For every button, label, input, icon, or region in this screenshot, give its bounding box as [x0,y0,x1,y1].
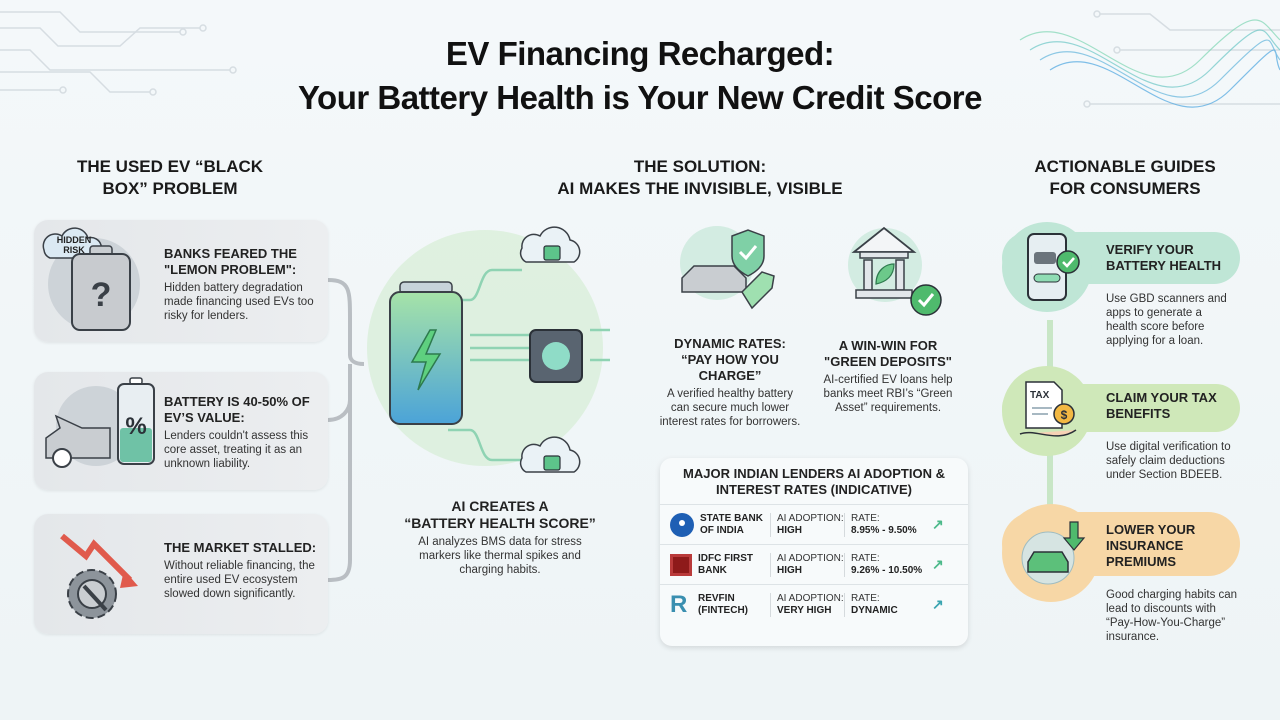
dynamic-rates-block: DYNAMIC RATES: “PAY HOW YOU CHARGE” A ve… [659,336,801,428]
idfc-logo-icon [670,553,692,576]
page-title: EV Financing Recharged: Your Battery Hea… [297,35,983,116]
card-text: Hidden battery degradation made financin… [164,282,314,322]
table-row: R REVFIN (FINTECH) AI ADOPTION:VERY HIGH… [660,584,968,624]
lenders-table: MAJOR INDIAN LENDERS AI ADOPTION & INTER… [660,458,968,646]
bank-leaf-check-icon [851,226,942,316]
hidden-risk-badge: HIDDEN RISK [56,235,92,255]
svg-text:%: % [125,413,146,440]
sbi-logo-icon [670,512,694,537]
svg-text:TAX: TAX [1030,390,1050,401]
trend-up-icon: ↗ [932,556,944,572]
svg-text:$: $ [1061,408,1068,422]
phone-car-check-icon [1027,233,1080,301]
trend-up-icon: ↗ [932,596,944,612]
card-text: Without reliable financing, the entire u… [164,560,315,600]
car-shield-price-tag-icon [681,229,775,310]
guide-title: VERIFY YOUR BATTERY HEALTH [1106,242,1222,273]
table-row: IDFC FIRST BANK AI ADOPTION:HIGH RATE:9.… [660,544,968,584]
circuit-decoration [0,10,1280,108]
guide-text: Good charging habits can lead to discoun… [1106,589,1238,643]
trend-up-icon: ↗ [932,516,944,532]
solution-heading: THE SOLUTION: AI MAKES THE INVISIBLE, VI… [557,157,843,198]
guide-text: Use digital verification to safely claim… [1106,441,1231,481]
car-down-arrow-icon [1021,521,1086,585]
revfin-logo-icon: R [670,590,688,618]
card-title: THE MARKET STALLED: [164,540,317,555]
problem-heading: THE USED EV “BLACK BOX” PROBLEM [76,157,264,198]
svg-text:?: ? [91,276,112,314]
battery-health-score-block: AI CREATES A “BATTERY HEALTH SCORE” AI a… [404,498,596,576]
card-title: BANKS FEARED THE "LEMON PROBLEM": [164,246,297,277]
bracket-connector [327,278,365,582]
card-text: Lenders couldn't assess this core asset,… [164,430,309,470]
ai-battery-chip-illustration [367,226,610,473]
guide-text: Use GBD scanners and apps to generate a … [1106,293,1227,347]
car-battery-percent-icon: % [45,377,155,468]
green-deposits-block: A WIN-WIN FOR "GREEN DEPOSITS" AI-certif… [823,338,953,414]
card-title: BATTERY IS 40-50% OF EV’S VALUE: [164,394,310,425]
guide-title: CLAIM YOUR TAX BENEFITS [1106,390,1217,421]
declining-gear-icon [60,533,138,619]
table-row: STATE BANK OF INDIA AI ADOPTION:HIGH RAT… [660,504,968,544]
problem-card-lemon: ? HIDDEN RISK BANKS FEARED THE "LEMON PR… [34,220,328,342]
guide-title: LOWER YOUR INSURANCE PREMIUMS [1106,522,1196,569]
guides-heading: ACTIONABLE GUIDES FOR CONSUMERS [1034,157,1216,198]
mystery-battery-icon: ? [42,227,131,331]
tax-document-hand-icon: TAX $ [1019,381,1077,437]
problem-card-battery-value: % BATTERY IS 40-50% OF EV’S VALUE: Lende… [34,372,328,490]
problem-card-market-stalled: THE MARKET STALLED: Without reliable fin… [34,514,328,634]
